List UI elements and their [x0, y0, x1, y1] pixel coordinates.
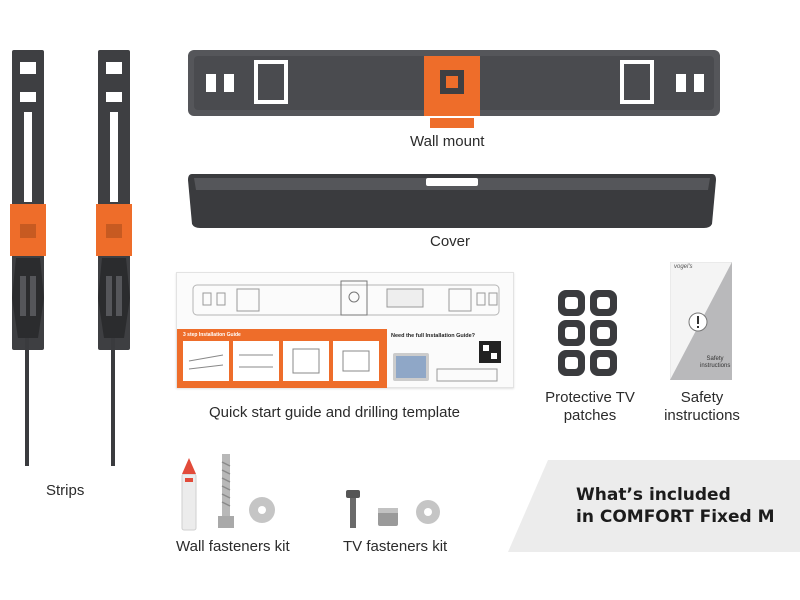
patches-label-line1: Protective TV: [545, 389, 635, 406]
wall-mount-label: Wall mount: [410, 133, 485, 150]
wall-fasteners-label: Wall fasteners kit: [176, 538, 290, 555]
guide-label: Quick start guide and drilling template: [209, 404, 460, 421]
safety-card-text: Safety instructions: [700, 356, 730, 370]
tv-fasteners: [340, 488, 446, 530]
strips-label: Strips: [46, 482, 85, 499]
safety-card-line1: Safety: [706, 356, 724, 362]
patches-label: Protective TV patches: [538, 389, 642, 425]
wall-fasteners: [176, 452, 288, 532]
install-steps-title: 3 step Installation Guide: [183, 332, 241, 338]
banner-line1: What’s included: [576, 485, 731, 505]
protective-patches: [556, 288, 620, 380]
safety-card: [670, 262, 732, 380]
safety-card-line2: instructions: [700, 363, 731, 369]
quick-start-guide: 3 step Installation Guide Need the full …: [176, 272, 514, 388]
banner-title: What’s included in COMFORT Fixed M: [576, 484, 775, 528]
safety-card-brand: vogel's: [674, 264, 693, 270]
tv-fasteners-label: TV fasteners kit: [343, 538, 448, 555]
safety-label-line2: instructions: [664, 407, 740, 424]
safety-label: Safety instructions: [656, 389, 748, 425]
patches-label-line2: patches: [563, 407, 617, 424]
cover: [186, 170, 718, 232]
strip-right: [94, 48, 134, 468]
cover-label: Cover: [430, 233, 471, 250]
wall-mount: [186, 46, 724, 132]
full-guide-title: Need the full Installation Guide?: [391, 333, 476, 339]
included-banner: [508, 460, 800, 552]
strip-left: [8, 48, 48, 468]
install-steps-panel: 3 step Installation Guide: [177, 329, 387, 388]
safety-label-line1: Safety: [680, 389, 724, 406]
banner-line2: in COMFORT Fixed M: [576, 507, 775, 527]
